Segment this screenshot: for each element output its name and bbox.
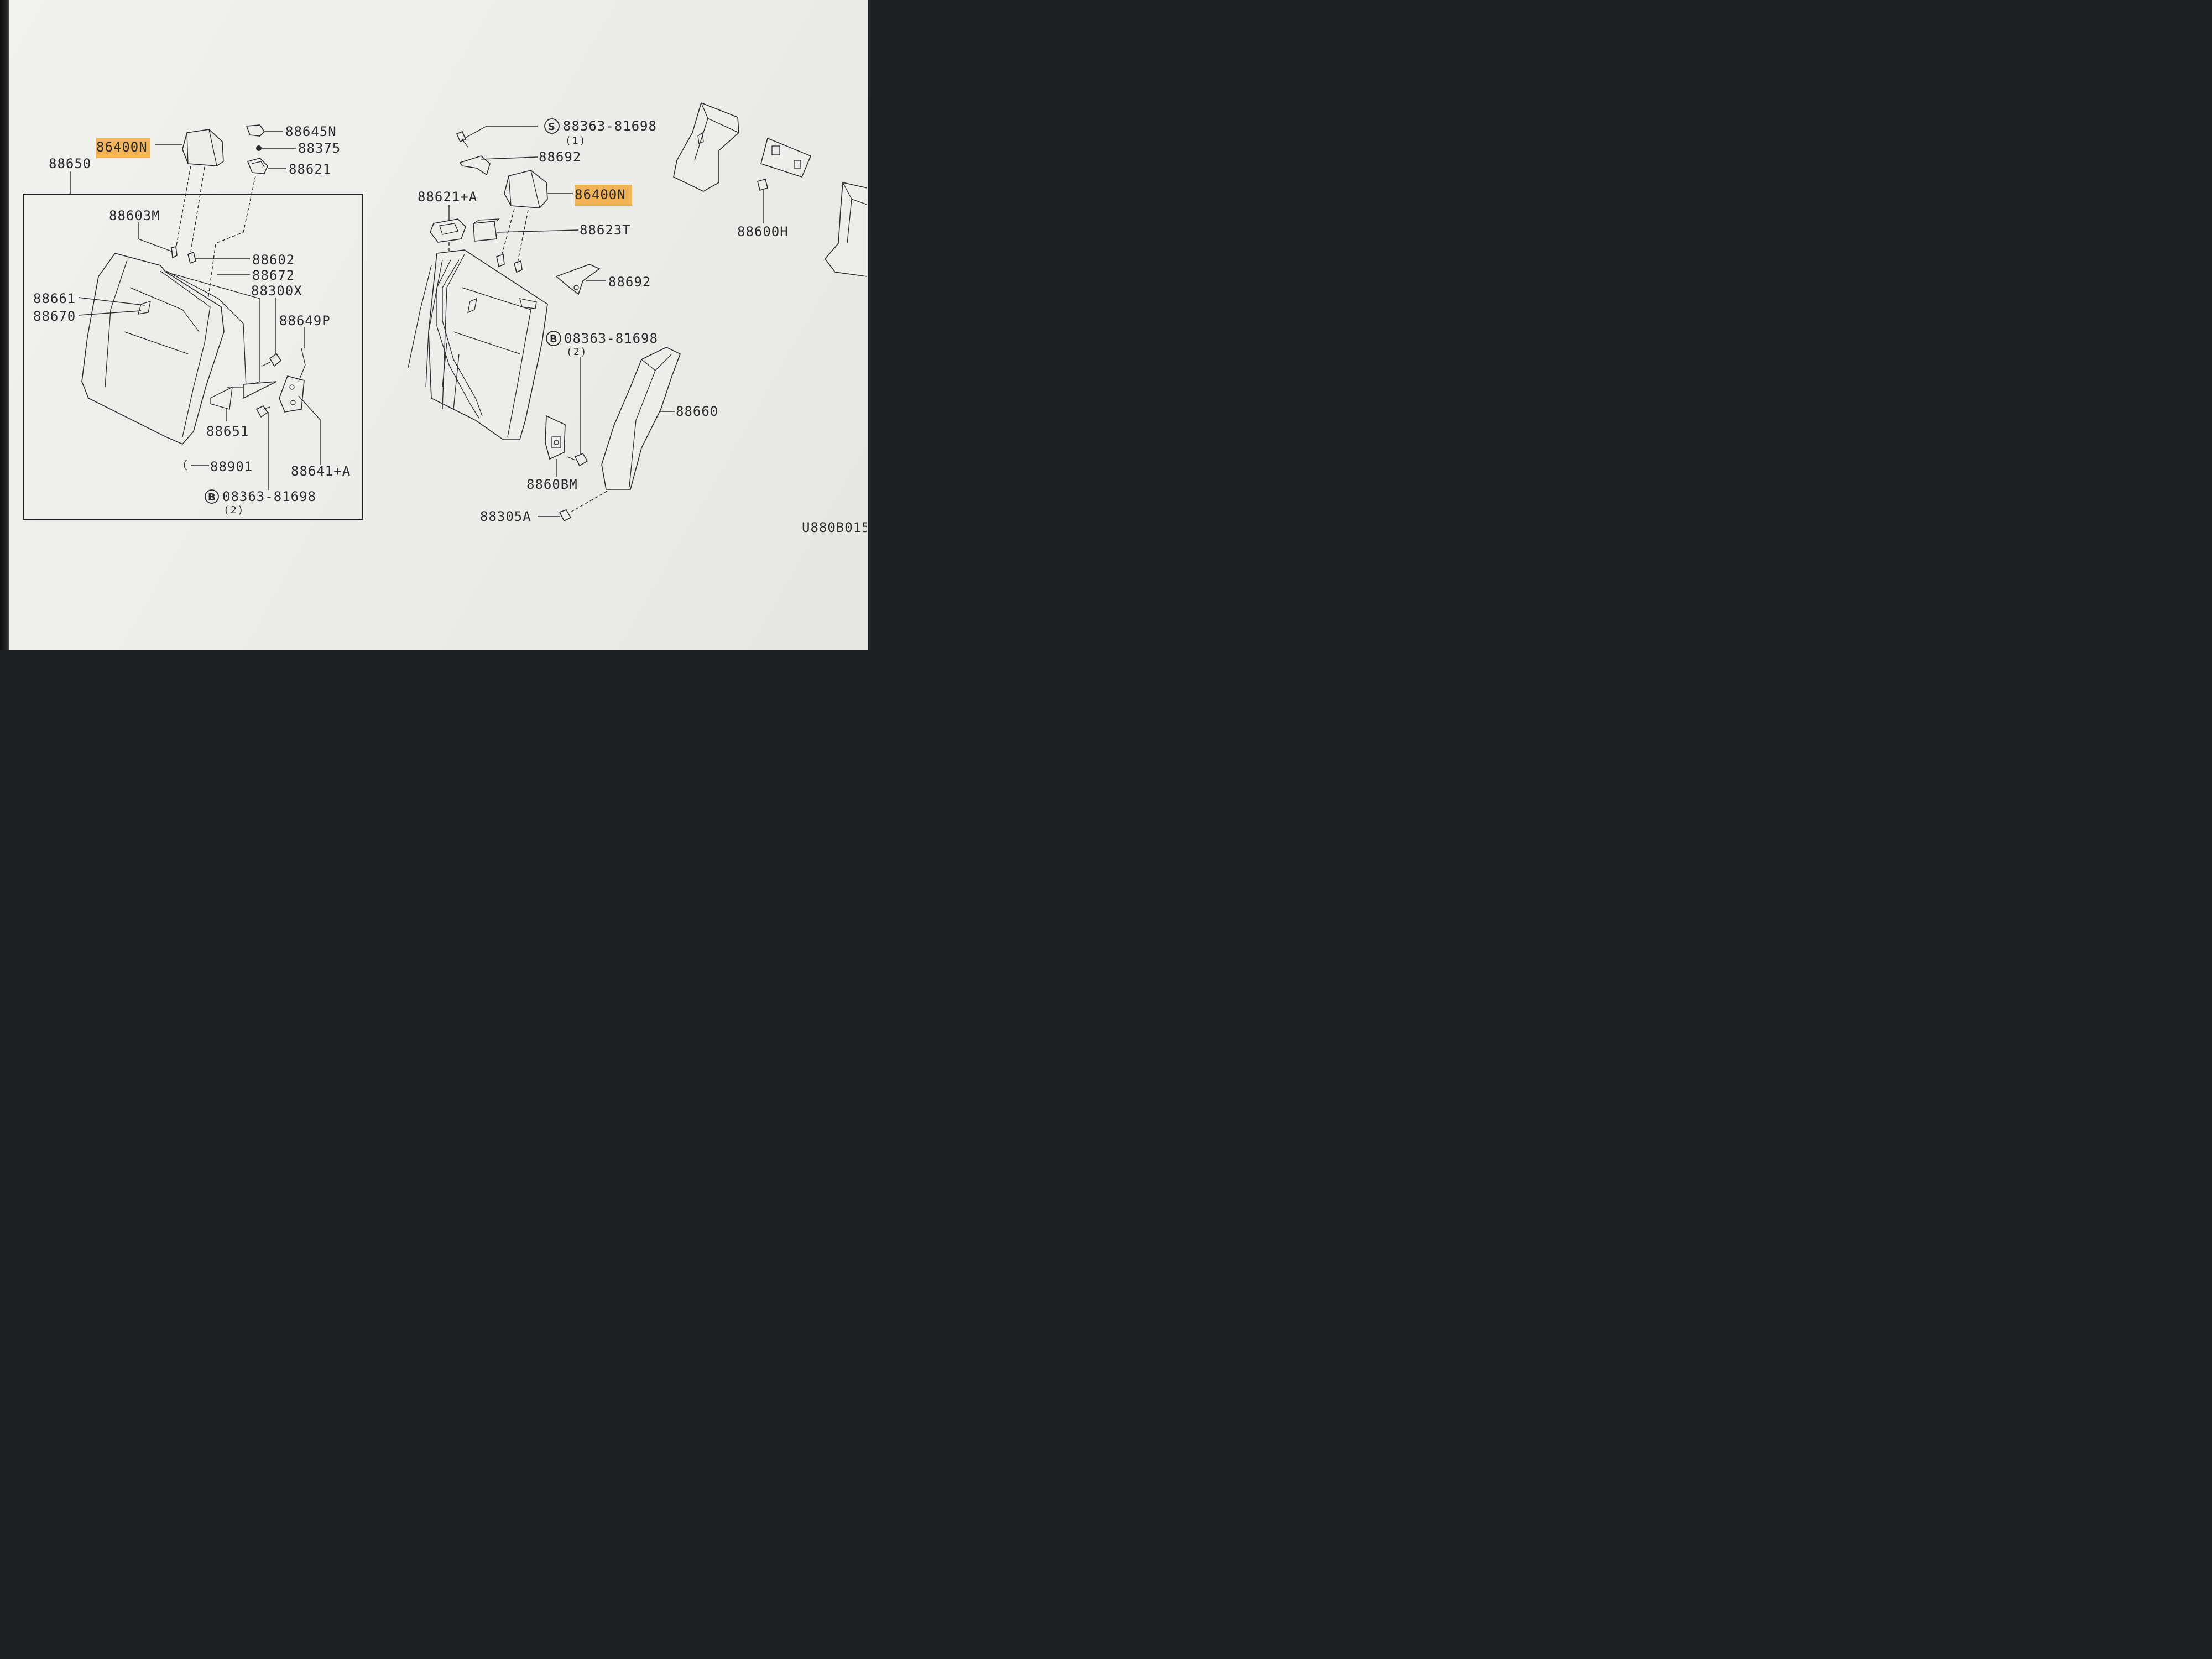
b-symbol-right-text: B — [550, 333, 557, 345]
clip-88901 — [184, 460, 187, 471]
parts-diagram: B S B 86400N 88650 88645N 88375 88621 88… — [23, 102, 867, 535]
clip-88645n — [246, 124, 265, 137]
s-symbol-text: S — [548, 121, 555, 133]
label-08363-right: 08363-81698 — [564, 331, 658, 346]
label-88670: 88670 — [33, 309, 76, 324]
highlight-86400n-left — [96, 138, 150, 158]
label-88305a: 88305A — [480, 509, 531, 524]
label-86400n-right: 86400N — [575, 187, 626, 202]
label-88602: 88602 — [252, 252, 295, 268]
hinge-88641a — [279, 348, 306, 413]
trim-88600h-upper — [673, 102, 739, 192]
label-88641a: 88641+A — [291, 463, 351, 479]
label-08363-left-qty: (2) — [223, 504, 245, 516]
b-symbol-right — [546, 331, 561, 346]
bracket-88692-mid — [555, 264, 601, 295]
bolt-08363-left — [255, 405, 270, 418]
label-88660: 88660 — [676, 404, 718, 419]
label-88651: 88651 — [206, 424, 249, 439]
label-88621a: 88621+A — [418, 189, 477, 205]
bracket-88692-top — [459, 155, 491, 176]
bolt-88363 — [456, 131, 468, 148]
cover-88623t — [473, 218, 500, 242]
label-88649p: 88649P — [279, 313, 331, 328]
headrest-left — [175, 129, 224, 252]
trim-88600h-lower — [824, 182, 867, 277]
label-88608m: 8860BM — [526, 477, 578, 492]
label-88363: 88363-81698 — [563, 118, 657, 134]
label-88623t: 88623T — [580, 222, 631, 238]
left-assembly-frame — [23, 194, 363, 520]
label-88901: 88901 — [210, 459, 253, 474]
label-88692-top: 88692 — [539, 149, 581, 165]
seatback-right — [408, 249, 548, 440]
label-88600h: 88600H — [737, 224, 789, 239]
trim-88660 — [601, 347, 681, 490]
headrest-right — [500, 170, 548, 266]
label-08363-left: 08363-81698 — [222, 489, 316, 504]
label-08363-right-qty: (2) — [566, 346, 588, 358]
b-symbol-left — [205, 489, 219, 504]
label-88672: 88672 — [252, 268, 295, 283]
b-symbol-left-text: B — [208, 492, 216, 503]
label-88650: 88650 — [49, 156, 91, 171]
label-88363-qty: (1) — [565, 135, 587, 147]
clip-88375 — [256, 145, 262, 151]
diagram-code: U880B015 — [802, 520, 867, 535]
monitor-bezel — [0, 0, 8, 650]
bolt-08363-right — [567, 452, 588, 467]
bezel-88621 — [247, 158, 268, 174]
label-88661: 88661 — [33, 291, 76, 306]
highlight-86400n-right — [575, 185, 632, 206]
bezel-88621a — [430, 218, 466, 243]
s-symbol — [544, 118, 560, 134]
label-86400n-left: 86400N — [96, 139, 148, 155]
bolt-88300x — [262, 353, 282, 367]
label-88621: 88621 — [289, 161, 331, 177]
clip-88305a — [559, 509, 572, 522]
label-88645n: 88645N — [285, 124, 337, 139]
seatback-left — [81, 246, 277, 445]
label-88300x: 88300X — [251, 283, 302, 299]
bracket-88608m — [545, 415, 566, 460]
label-88375: 88375 — [298, 140, 341, 156]
bracket-88600h — [757, 137, 812, 191]
label-88692-mid: 88692 — [608, 274, 651, 290]
label-88603m: 88603M — [109, 208, 160, 223]
